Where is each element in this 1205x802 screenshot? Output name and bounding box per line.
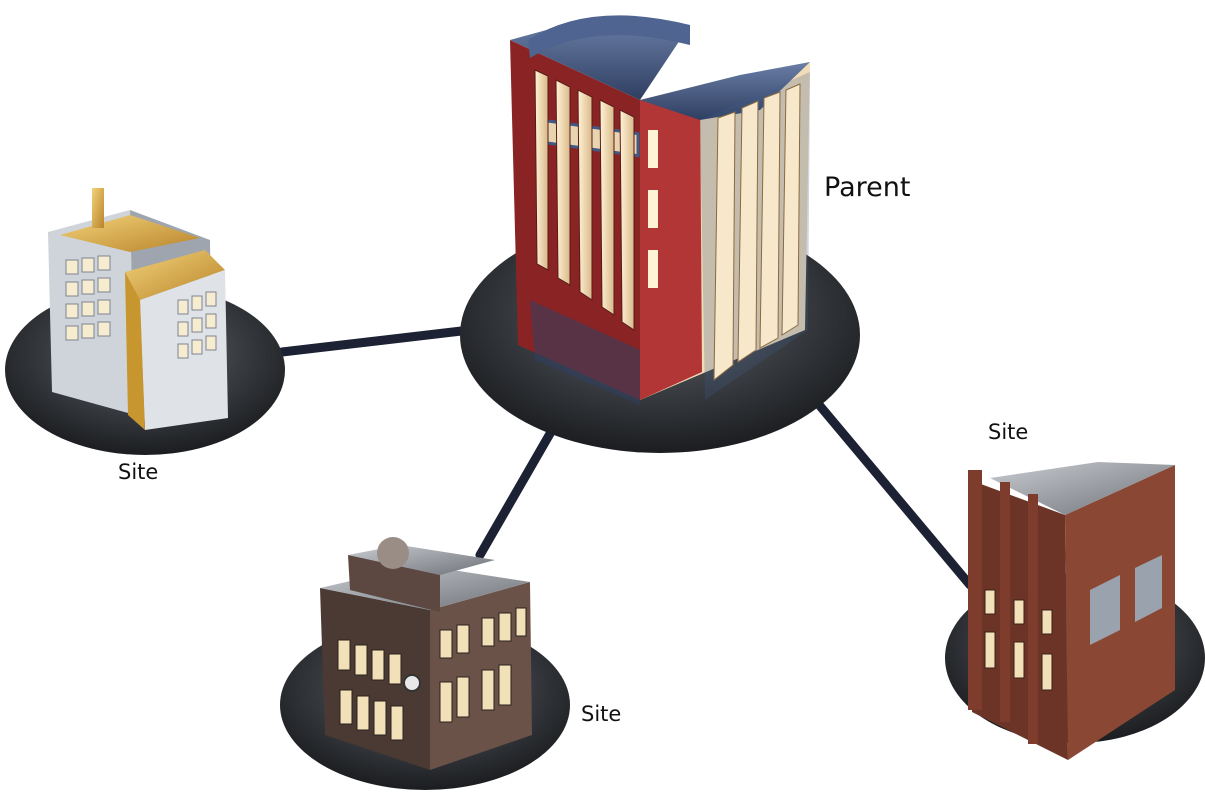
connector-parent-site-right <box>810 395 975 590</box>
connector-parent-site-bottom <box>475 420 560 560</box>
brick-building-icon <box>968 462 1175 760</box>
factory-building-icon <box>48 188 228 430</box>
office-tower-icon <box>510 15 810 405</box>
parent-node <box>460 15 860 453</box>
site-left-label: Site <box>118 460 159 484</box>
site-right-node <box>945 462 1205 760</box>
connector-lines <box>277 325 975 590</box>
site-bottom-label: Site <box>581 702 622 726</box>
connector-parent-site-left <box>277 325 475 357</box>
parent-label: Parent <box>824 172 911 203</box>
site-left-node <box>5 188 285 455</box>
site-right-label: Site <box>988 420 1029 444</box>
storefront-building-icon <box>320 537 532 770</box>
site-bottom-node <box>280 537 570 790</box>
